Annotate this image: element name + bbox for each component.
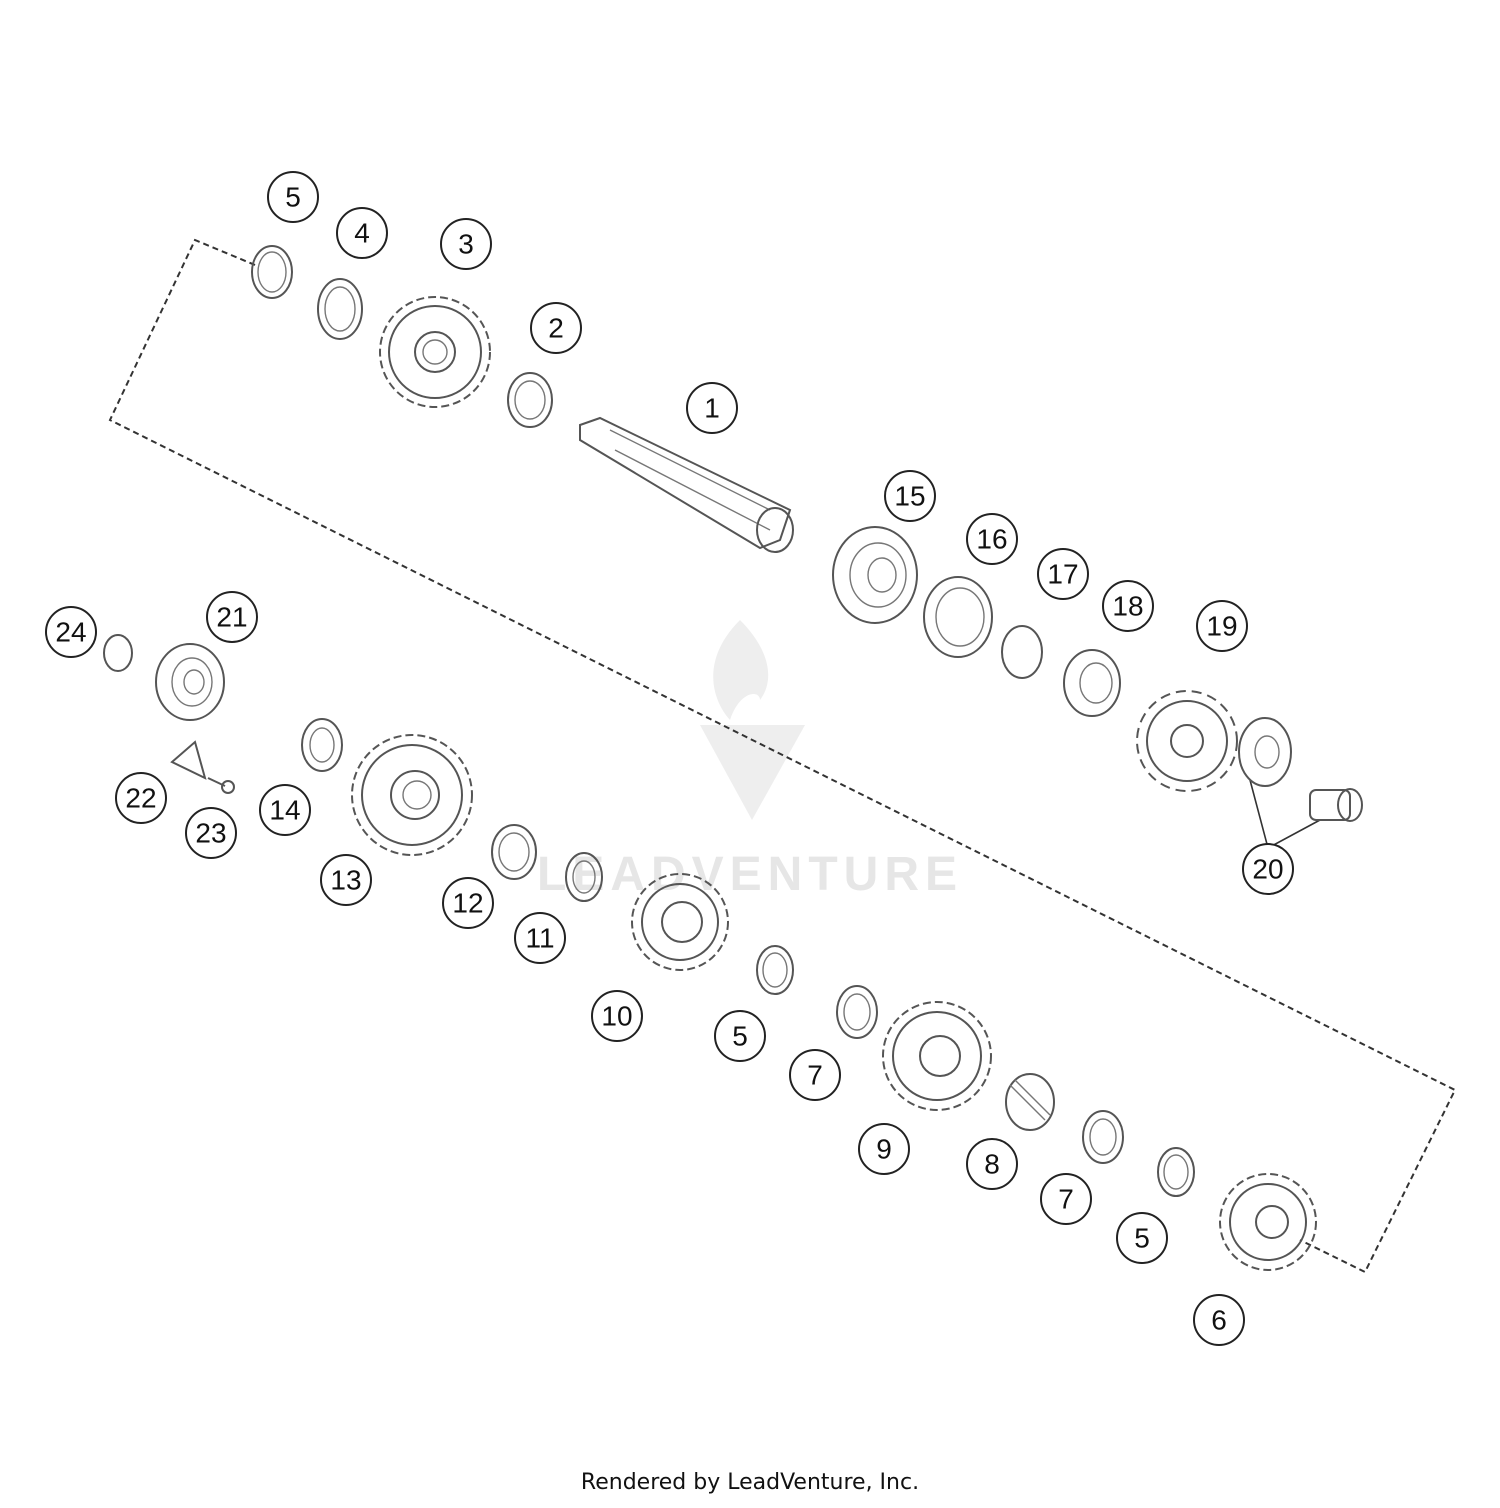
watermark-text: LEADVENTURE (537, 848, 963, 901)
svg-text:5: 5 (732, 1021, 748, 1052)
svg-text:19: 19 (1206, 611, 1237, 642)
svg-text:10: 10 (601, 1001, 632, 1032)
callout-9: 9 (858, 1123, 910, 1175)
callout-11: 11 (514, 912, 566, 964)
callout-13: 13 (320, 854, 372, 906)
gear-6 (1219, 1173, 1317, 1271)
chevron-watermark-icon (700, 725, 805, 820)
washer-14 (301, 718, 343, 772)
circlip-5-top (251, 245, 293, 299)
circlip-5-middle (756, 945, 794, 995)
callout-12: 12 (442, 877, 494, 929)
callout-14: 14 (259, 784, 311, 836)
bearing-21 (155, 643, 225, 721)
callout-7-bottom: 7 (1040, 1173, 1092, 1225)
callout-20: 20 (1242, 843, 1294, 895)
callout-19: 19 (1196, 600, 1248, 652)
svg-text:8: 8 (984, 1149, 1000, 1180)
sprocket-19 (1136, 690, 1238, 792)
needle-bearing-8 (1005, 1073, 1055, 1131)
callouts: 5 4 3 2 1 15 16 17 18 19 20 24 21 22 23 … (45, 171, 1294, 1346)
callout-4: 4 (336, 207, 388, 259)
svg-text:17: 17 (1047, 559, 1078, 590)
screw-23 (207, 777, 235, 794)
callout-22: 22 (115, 772, 167, 824)
callout-5-bottom: 5 (1116, 1212, 1168, 1264)
gear-9 (882, 1001, 992, 1111)
o-ring-17 (1001, 625, 1043, 679)
callout-8: 8 (966, 1138, 1018, 1190)
callout-16: 16 (966, 513, 1018, 565)
svg-text:18: 18 (1112, 591, 1143, 622)
callout-2: 2 (530, 302, 582, 354)
callout-10: 10 (591, 990, 643, 1042)
callout-6: 6 (1193, 1294, 1245, 1346)
seal-16 (923, 576, 993, 658)
callout-18: 18 (1102, 580, 1154, 632)
svg-text:22: 22 (125, 783, 156, 814)
callout-23: 23 (185, 807, 237, 859)
washer-11 (565, 852, 603, 902)
callout-24: 24 (45, 606, 97, 658)
svg-text:12: 12 (452, 888, 483, 919)
washer-7-bottom (1082, 1110, 1124, 1164)
svg-text:5: 5 (1134, 1223, 1150, 1254)
spacer-18 (1063, 649, 1121, 717)
callout-5-middle: 5 (714, 1010, 766, 1062)
svg-text:13: 13 (330, 865, 361, 896)
svg-text:7: 7 (1058, 1184, 1074, 1215)
gear-10 (631, 873, 729, 971)
footer-credit: Rendered by LeadVenture, Inc. (580, 1470, 920, 1495)
svg-text:2: 2 (548, 313, 564, 344)
svg-text:5: 5 (285, 182, 301, 213)
bushing-12 (491, 824, 537, 880)
svg-text:14: 14 (269, 795, 300, 826)
svg-text:16: 16 (976, 524, 1007, 555)
circlip-5-bottom (1157, 1147, 1195, 1197)
callout-1: 1 (686, 382, 738, 434)
mainshaft-group-outline (108, 238, 1457, 1274)
bushing-2 (507, 372, 553, 428)
cam-22 (170, 740, 207, 780)
callout-5-top: 5 (267, 171, 319, 223)
washer-4 (317, 278, 363, 340)
svg-text:20: 20 (1252, 854, 1283, 885)
gear-3 (379, 296, 491, 408)
svg-text:6: 6 (1211, 1305, 1227, 1336)
gear-13 (351, 734, 473, 856)
washer-7-middle (836, 985, 878, 1039)
svg-text:24: 24 (55, 617, 86, 648)
svg-text:15: 15 (894, 481, 925, 512)
callout-3: 3 (440, 218, 492, 270)
main-shaft-1 (579, 416, 794, 553)
callout-7-middle: 7 (789, 1049, 841, 1101)
svg-text:4: 4 (354, 218, 370, 249)
circlip-24 (103, 634, 133, 672)
flame-watermark-icon (713, 620, 769, 720)
bearing-15 (832, 526, 918, 624)
svg-text:7: 7 (807, 1060, 823, 1091)
leadventure-watermark: LEADVENTURE (537, 620, 963, 901)
svg-text:1: 1 (704, 393, 720, 424)
washer-nut-20 (1238, 717, 1363, 822)
svg-text:9: 9 (876, 1134, 892, 1165)
svg-text:21: 21 (216, 602, 247, 633)
svg-text:11: 11 (525, 923, 554, 954)
callout-21: 21 (206, 591, 258, 643)
svg-text:23: 23 (195, 818, 226, 849)
callout-17: 17 (1037, 548, 1089, 600)
svg-text:3: 3 (458, 229, 474, 260)
callout-15: 15 (884, 470, 936, 522)
